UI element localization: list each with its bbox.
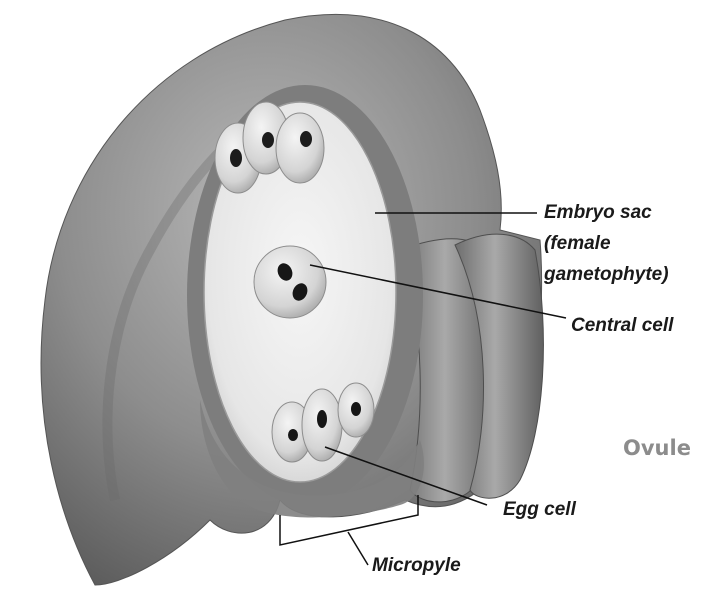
label-embryo-sac-line2: (female [544, 233, 611, 254]
label-embryo-sac-line3: gametophyte) [543, 264, 669, 285]
label-egg-cell: Egg cell [503, 499, 577, 520]
central-cell [254, 246, 326, 318]
label-ovule: Ovule [623, 436, 691, 460]
label-micropyle: Micropyle [372, 555, 461, 576]
label-central-cell: Central cell [571, 315, 674, 336]
micropyle-leader [348, 532, 368, 565]
label-embryo-sac-line1: Embryo sac [544, 202, 652, 223]
